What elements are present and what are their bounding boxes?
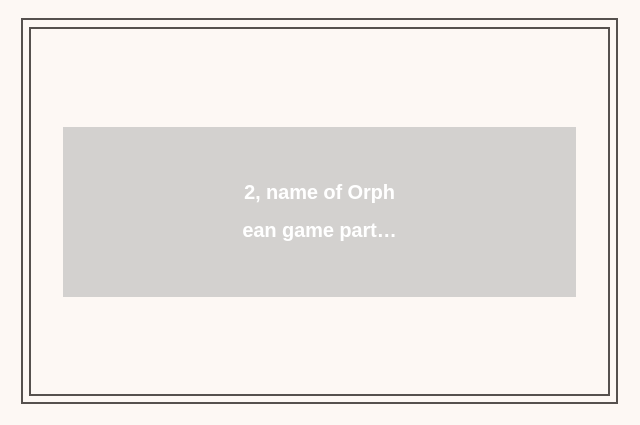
inner-border-frame — [29, 27, 610, 396]
image-placeholder-block[interactable]: 2, name of Orph ean game part… — [63, 127, 576, 297]
outer-border-frame — [21, 18, 618, 404]
placeholder-caption-line-2: ean game part… — [242, 220, 397, 242]
placeholder-caption-line-1: 2, name of Orph — [244, 182, 395, 204]
